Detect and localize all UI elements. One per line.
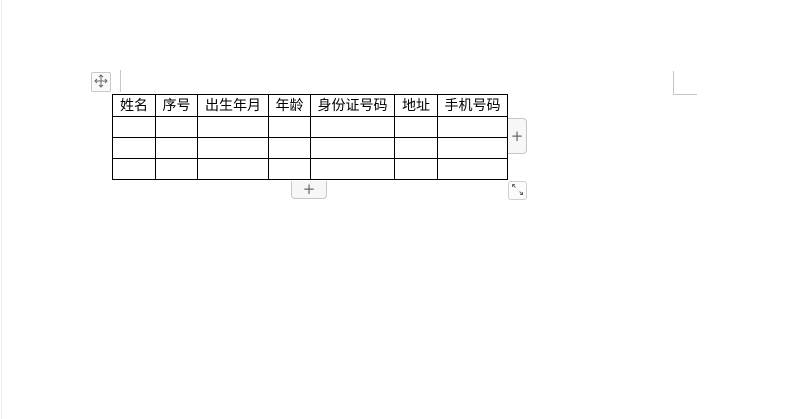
table-cell[interactable] (112, 158, 156, 180)
table-cell[interactable] (112, 116, 156, 138)
table-row (112, 116, 508, 138)
table-cell[interactable] (155, 137, 198, 159)
add-row-button[interactable]: + (291, 181, 327, 199)
table-cell[interactable] (268, 116, 311, 138)
table-cell[interactable] (197, 116, 269, 138)
table-cell[interactable] (268, 137, 311, 159)
header-cell-serial[interactable]: 序号 (155, 94, 198, 117)
table-cell[interactable] (310, 158, 395, 180)
add-column-button[interactable]: + (508, 118, 527, 154)
margin-marker-top-right-vertical (673, 71, 674, 94)
table-cell[interactable] (268, 158, 311, 180)
header-cell-phone[interactable]: 手机号码 (437, 94, 508, 117)
header-cell-id-number[interactable]: 身份证号码 (310, 94, 395, 117)
table-cell[interactable] (310, 116, 395, 138)
table-resize-handle[interactable] (508, 181, 527, 200)
table-cell[interactable] (197, 158, 269, 180)
table-cell[interactable] (437, 137, 508, 159)
table-cell[interactable] (155, 158, 198, 180)
table-cell[interactable] (394, 137, 438, 159)
table-cell[interactable] (394, 116, 438, 138)
page-left-edge (1, 0, 2, 419)
header-cell-name[interactable]: 姓名 (112, 94, 156, 117)
move-arrows-icon (94, 73, 108, 92)
margin-marker-top-right-horizontal (673, 94, 697, 95)
plus-icon: + (302, 180, 316, 198)
header-cell-birth[interactable]: 出生年月 (197, 94, 269, 117)
table-cell[interactable] (310, 137, 395, 159)
header-cell-age[interactable]: 年龄 (268, 94, 311, 117)
table-cell[interactable] (112, 137, 156, 159)
plus-icon: + (510, 127, 524, 145)
table-cell[interactable] (437, 116, 508, 138)
resize-diagonal-icon (511, 181, 524, 200)
table-cell[interactable] (197, 137, 269, 159)
document-table: 姓名 序号 出生年月 年龄 身份证号码 地址 手机号码 (112, 94, 508, 180)
table-cell[interactable] (437, 158, 508, 180)
header-cell-address[interactable]: 地址 (394, 94, 438, 117)
margin-marker-top-left (120, 70, 121, 92)
table-row (112, 158, 508, 180)
table-move-handle[interactable] (91, 72, 111, 92)
table-row (112, 137, 508, 159)
table-cell[interactable] (394, 158, 438, 180)
table-header-row: 姓名 序号 出生年月 年龄 身份证号码 地址 手机号码 (112, 94, 508, 117)
table-cell[interactable] (155, 116, 198, 138)
